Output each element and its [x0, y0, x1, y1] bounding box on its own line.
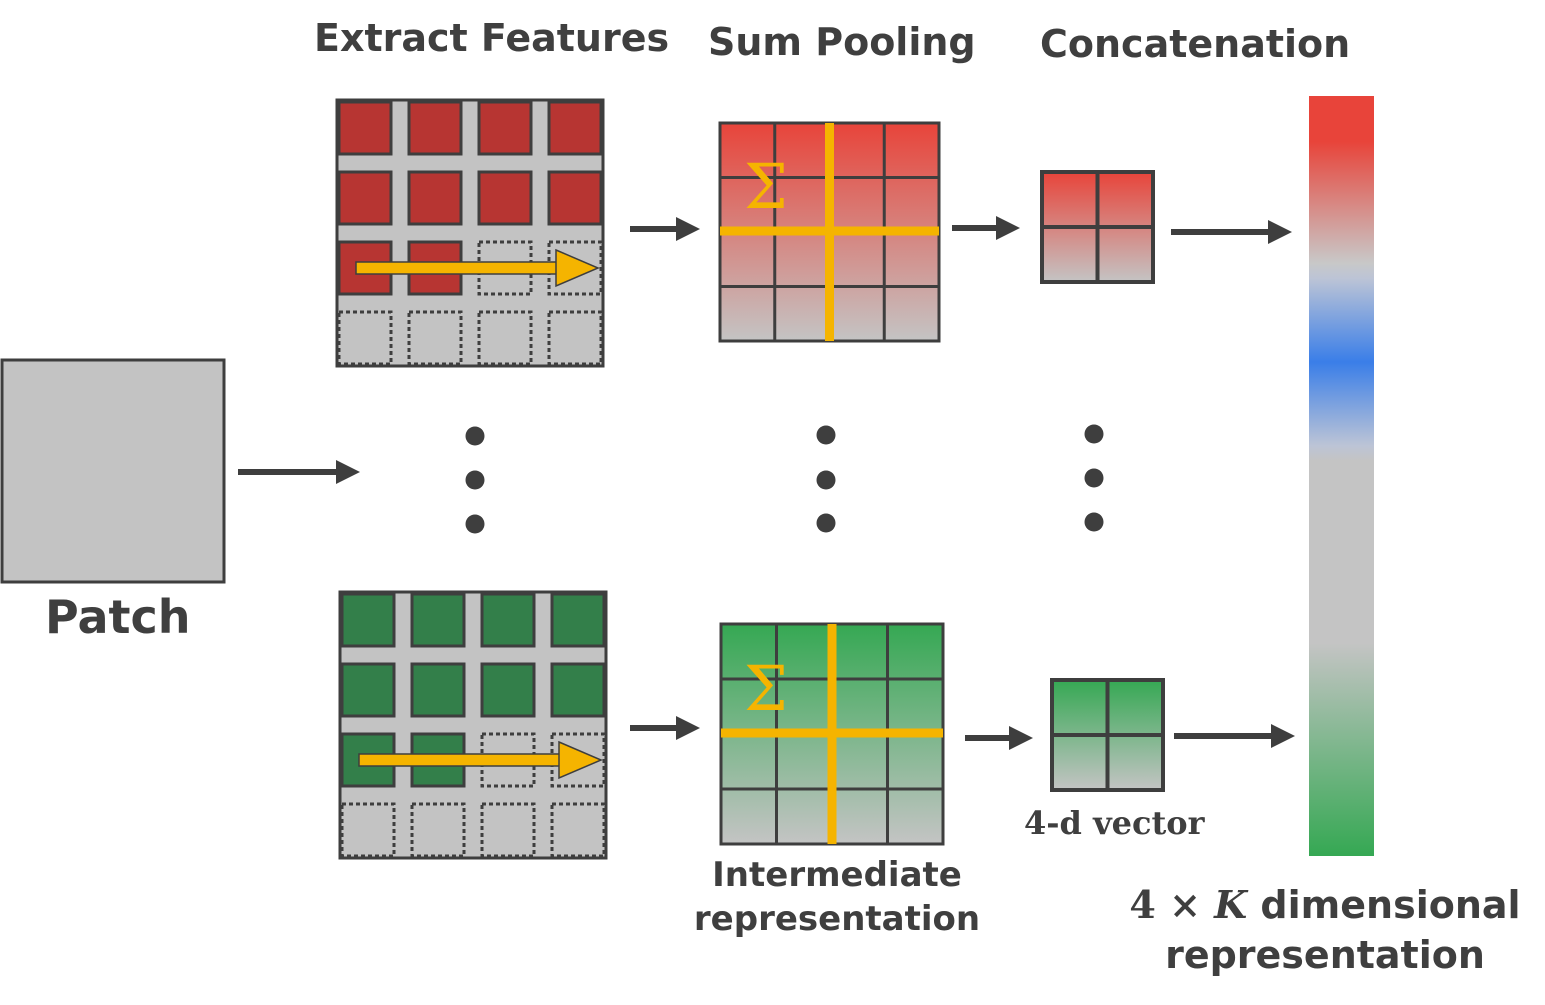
feature-cell-empty	[480, 802, 536, 858]
feature-cell-empty	[340, 802, 396, 858]
feature-cell-empty	[407, 310, 463, 366]
feature-grid-red	[335, 98, 605, 368]
feature-cell	[477, 170, 533, 226]
feature-cell	[340, 662, 396, 718]
vector-label: 4-d vector	[1024, 804, 1205, 842]
cross-lines-icon	[720, 123, 939, 341]
feature-cell	[410, 662, 466, 718]
final-label-var: K	[1214, 882, 1248, 927]
ellipsis-dots-concat	[1084, 424, 1104, 532]
feature-cell	[407, 170, 463, 226]
feature-cell	[550, 592, 606, 648]
patch-label: Patch	[45, 590, 191, 644]
ellipsis-dots-pooling	[816, 425, 836, 533]
feature-cell-empty	[477, 310, 533, 366]
feature-cell	[547, 100, 603, 156]
intermediate-label-line2: representation	[693, 899, 981, 939]
arrow-to-pooling-top	[630, 217, 700, 241]
feature-grid-green	[338, 590, 608, 860]
feature-cell-empty	[410, 802, 466, 858]
sum-symbol: Σ	[744, 652, 788, 725]
feature-cell	[410, 592, 466, 648]
vector-red	[1040, 170, 1155, 284]
intermediate-label-line1: Intermediate	[712, 855, 962, 895]
arrow-right-icon	[355, 248, 600, 288]
final-label-line1: 4 × K dimensional	[1110, 880, 1540, 930]
feature-cell	[337, 100, 393, 156]
arrow-to-bar-bottom	[1174, 724, 1295, 748]
arrow-to-concat-top	[952, 216, 1020, 240]
feature-cell-empty	[547, 310, 603, 366]
feature-cell-empty	[550, 802, 606, 858]
vector-green	[1050, 678, 1165, 792]
feature-cell	[477, 100, 533, 156]
heading-sum-pooling: Sum Pooling	[708, 20, 976, 64]
heading-extract-features: Extract Features	[314, 16, 670, 60]
feature-cell	[550, 662, 606, 718]
feature-cell-empty	[337, 310, 393, 366]
arrow-to-bar-top	[1171, 220, 1292, 244]
final-representation-bar	[1309, 96, 1374, 856]
sum-symbol: Σ	[744, 150, 788, 223]
patch-arrow	[238, 460, 360, 484]
feature-cell	[407, 100, 463, 156]
final-label-line2: representation	[1165, 933, 1485, 977]
pooling-grid-green: Σ	[719, 622, 945, 846]
final-label-prefix: 4 ×	[1129, 882, 1215, 927]
feature-cell	[337, 170, 393, 226]
feature-cell	[547, 170, 603, 226]
feature-cell	[480, 592, 536, 648]
feature-cell	[340, 592, 396, 648]
final-representation-label: 4 × K dimensional representation	[1110, 880, 1540, 980]
final-label-suffix: dimensional	[1247, 883, 1521, 927]
arrow-right-icon	[358, 740, 603, 780]
ellipsis-dots-features	[465, 426, 485, 534]
arrow-to-concat-bottom	[965, 726, 1033, 750]
heading-concatenation: Concatenation	[1040, 22, 1351, 66]
intermediate-label: Intermediate representation	[692, 853, 982, 941]
feature-cell	[480, 662, 536, 718]
cross-lines-icon	[721, 624, 943, 844]
arrow-to-pooling-bottom	[630, 716, 700, 740]
pooling-grid-red: Σ	[718, 121, 941, 343]
patch-square	[0, 358, 226, 584]
